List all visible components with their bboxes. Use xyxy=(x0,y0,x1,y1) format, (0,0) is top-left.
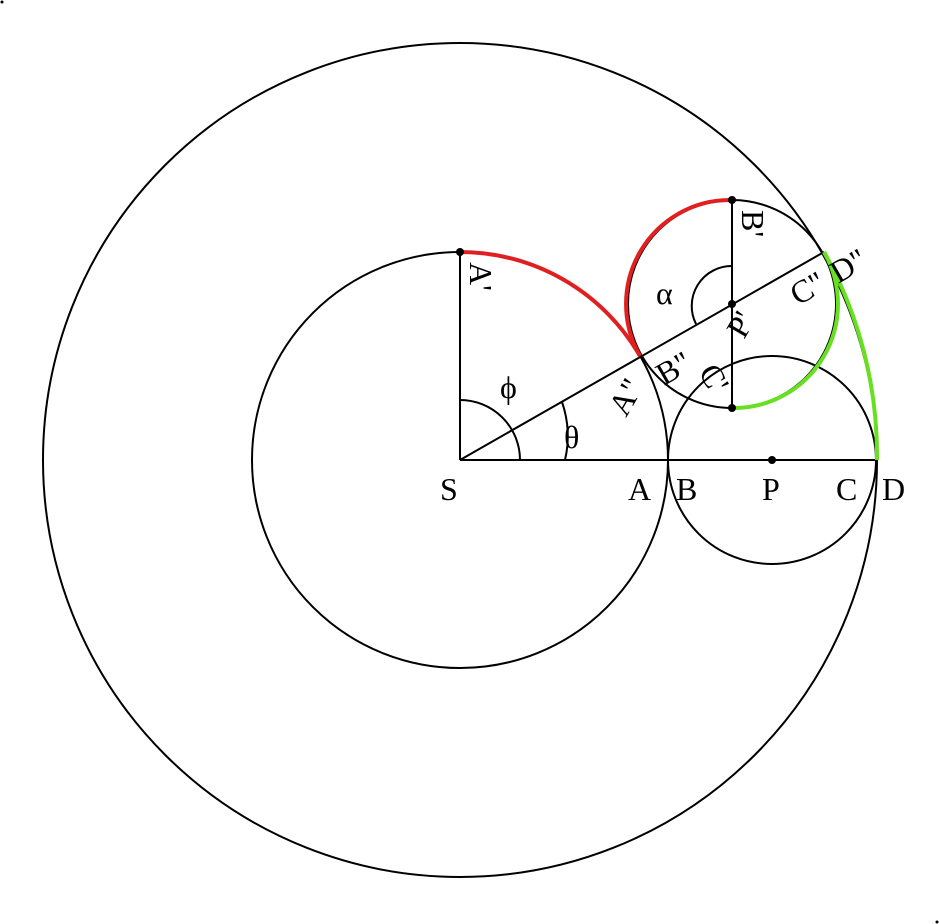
label-d-dprime: D" xyxy=(824,241,873,290)
line-s-d-dprime xyxy=(459,251,825,461)
corner-mark xyxy=(935,920,939,924)
point-c-prime xyxy=(728,404,736,412)
point-b-prime xyxy=(728,196,736,204)
label-a-dprime: A" xyxy=(601,372,650,421)
label-b: B xyxy=(676,471,697,507)
red-arc-planet xyxy=(624,197,733,357)
angle-arc-theta xyxy=(561,401,569,461)
label-a: A xyxy=(628,471,651,507)
point-p xyxy=(768,456,776,464)
label-b-prime: B' xyxy=(735,210,771,237)
label-c-prime: C' xyxy=(692,358,737,399)
label-s: S xyxy=(440,471,458,507)
label-c: C xyxy=(836,471,857,507)
label-a-prime: A' xyxy=(463,262,499,291)
green-arc-planet xyxy=(731,251,840,411)
label-d: D xyxy=(882,471,905,507)
label-theta: θ xyxy=(564,419,579,455)
label-p: P xyxy=(762,471,780,507)
label-phi: ϕ xyxy=(500,369,517,405)
label-alpha: α xyxy=(656,275,673,311)
point-p-prime xyxy=(728,300,736,308)
angle-arc-alpha xyxy=(690,264,733,325)
corner-mark xyxy=(0,0,4,4)
point-a-prime xyxy=(456,248,464,256)
angle-arc-phi xyxy=(459,399,521,461)
green-arc-ring xyxy=(822,251,880,461)
label-p-prime: P' xyxy=(719,305,762,343)
red-arc-sun xyxy=(459,250,642,358)
label-b-dprime: B" xyxy=(650,344,698,392)
